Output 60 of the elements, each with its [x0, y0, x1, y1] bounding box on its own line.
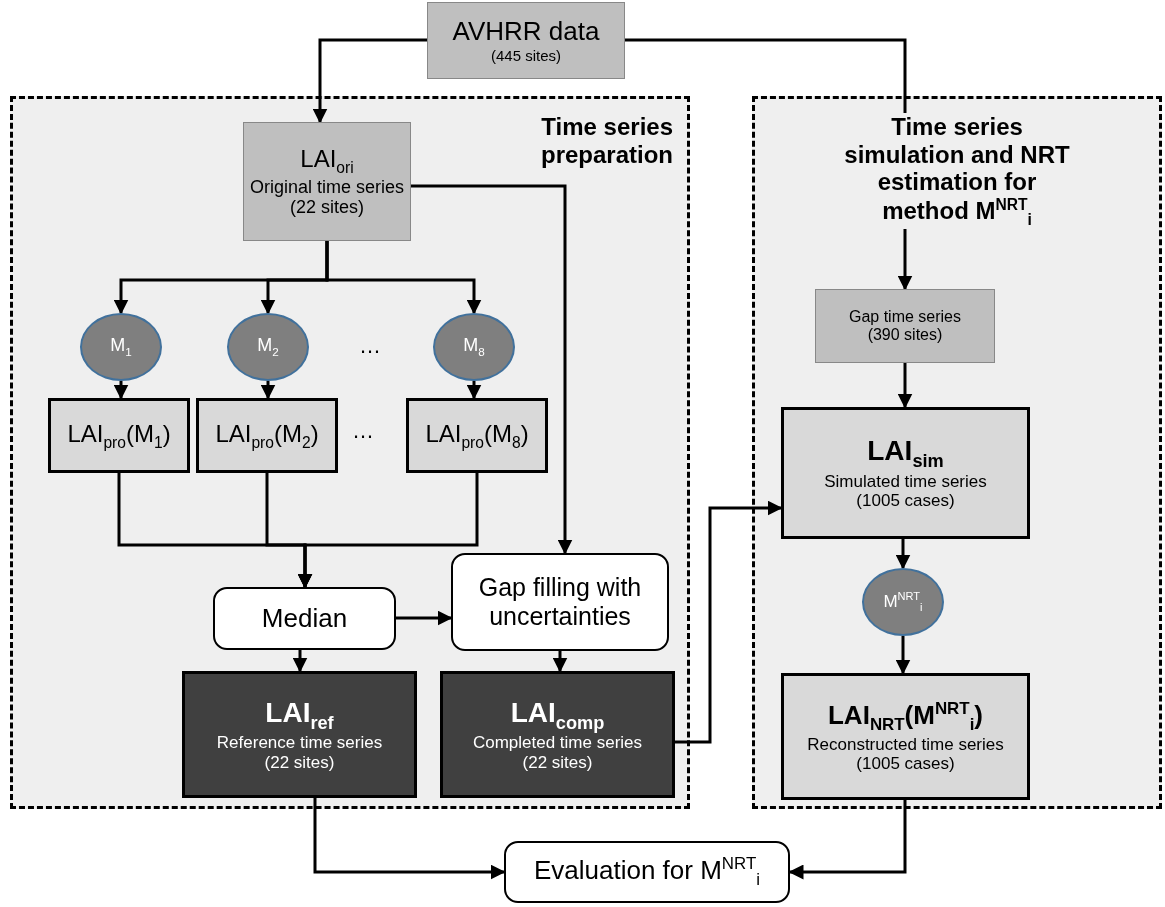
node-text: Reference time series [216, 733, 383, 753]
node-text: (22 sites) [264, 752, 335, 773]
node-text: (1005 cases) [856, 491, 955, 511]
arrow [396, 610, 453, 626]
node-text: (445 sites) [491, 46, 561, 65]
arrow [292, 650, 308, 673]
process-box [406, 398, 548, 473]
node-title: M$_{2}$ [257, 335, 279, 359]
group-panel [10, 96, 690, 809]
arrow [260, 381, 276, 400]
node-text: (22 sites) [290, 197, 364, 219]
rounded-box [213, 587, 396, 650]
node-title: LAI$_{comp}$ [510, 696, 605, 734]
node-title: Gap filling with uncertainties [477, 573, 643, 631]
node-title: Median [261, 603, 348, 634]
node-title: LAI$_{NRT}$(M$^{NRT}$$_{i}$) [828, 699, 983, 735]
node-text: (1005 cases) [856, 754, 955, 774]
node-text: (22 sites) [522, 752, 593, 773]
node-title: LAI$_{ori}$ [300, 144, 354, 177]
node-text: Reconstructed time series [807, 734, 1004, 755]
arrow [411, 184, 573, 555]
arrow [313, 798, 506, 880]
group-panel [752, 96, 1162, 809]
node-text: Original time series [249, 176, 404, 198]
output-box [440, 671, 675, 798]
node-text: Simulated time series [824, 471, 987, 492]
process-box [427, 2, 625, 79]
arrow [788, 800, 907, 880]
node-title: M$_{8}$ [463, 335, 485, 359]
arrow [675, 500, 783, 744]
ellipsis-label: … [352, 418, 374, 444]
process-box [48, 398, 190, 473]
arrow [552, 651, 568, 673]
arrow [466, 381, 482, 400]
node-title: M$_{1}$ [110, 335, 132, 359]
node-title: LAI$_{sim}$ [867, 435, 944, 472]
node-title: LAI$_{pro}$(M$_{8}$) [425, 419, 529, 452]
output-box [182, 671, 417, 798]
ellipsis-label: … [359, 333, 381, 359]
node-title: LAI$_{pro}$(M$_{1}$) [67, 419, 171, 452]
rounded-box [504, 841, 790, 903]
arrow [297, 473, 479, 589]
node-title: LAI$_{ref}$ [265, 696, 334, 734]
arrow [325, 241, 482, 315]
node-text: Completed time series [472, 733, 643, 753]
node-title: AVHRR data [452, 16, 600, 47]
arrow [312, 38, 427, 124]
arrow [895, 636, 911, 675]
process-box [815, 289, 995, 363]
node-title: LAI$_{pro}$(M$_{2}$) [215, 419, 319, 452]
process-box [781, 407, 1030, 539]
process-box [196, 398, 338, 473]
arrow [113, 381, 129, 400]
node-title: Gap time series [848, 307, 961, 326]
arrow [897, 363, 913, 409]
node-text: (390 sites) [867, 326, 943, 345]
arrow [895, 539, 911, 570]
process-box [781, 673, 1030, 800]
rounded-box [451, 553, 669, 651]
process-box [243, 122, 411, 241]
